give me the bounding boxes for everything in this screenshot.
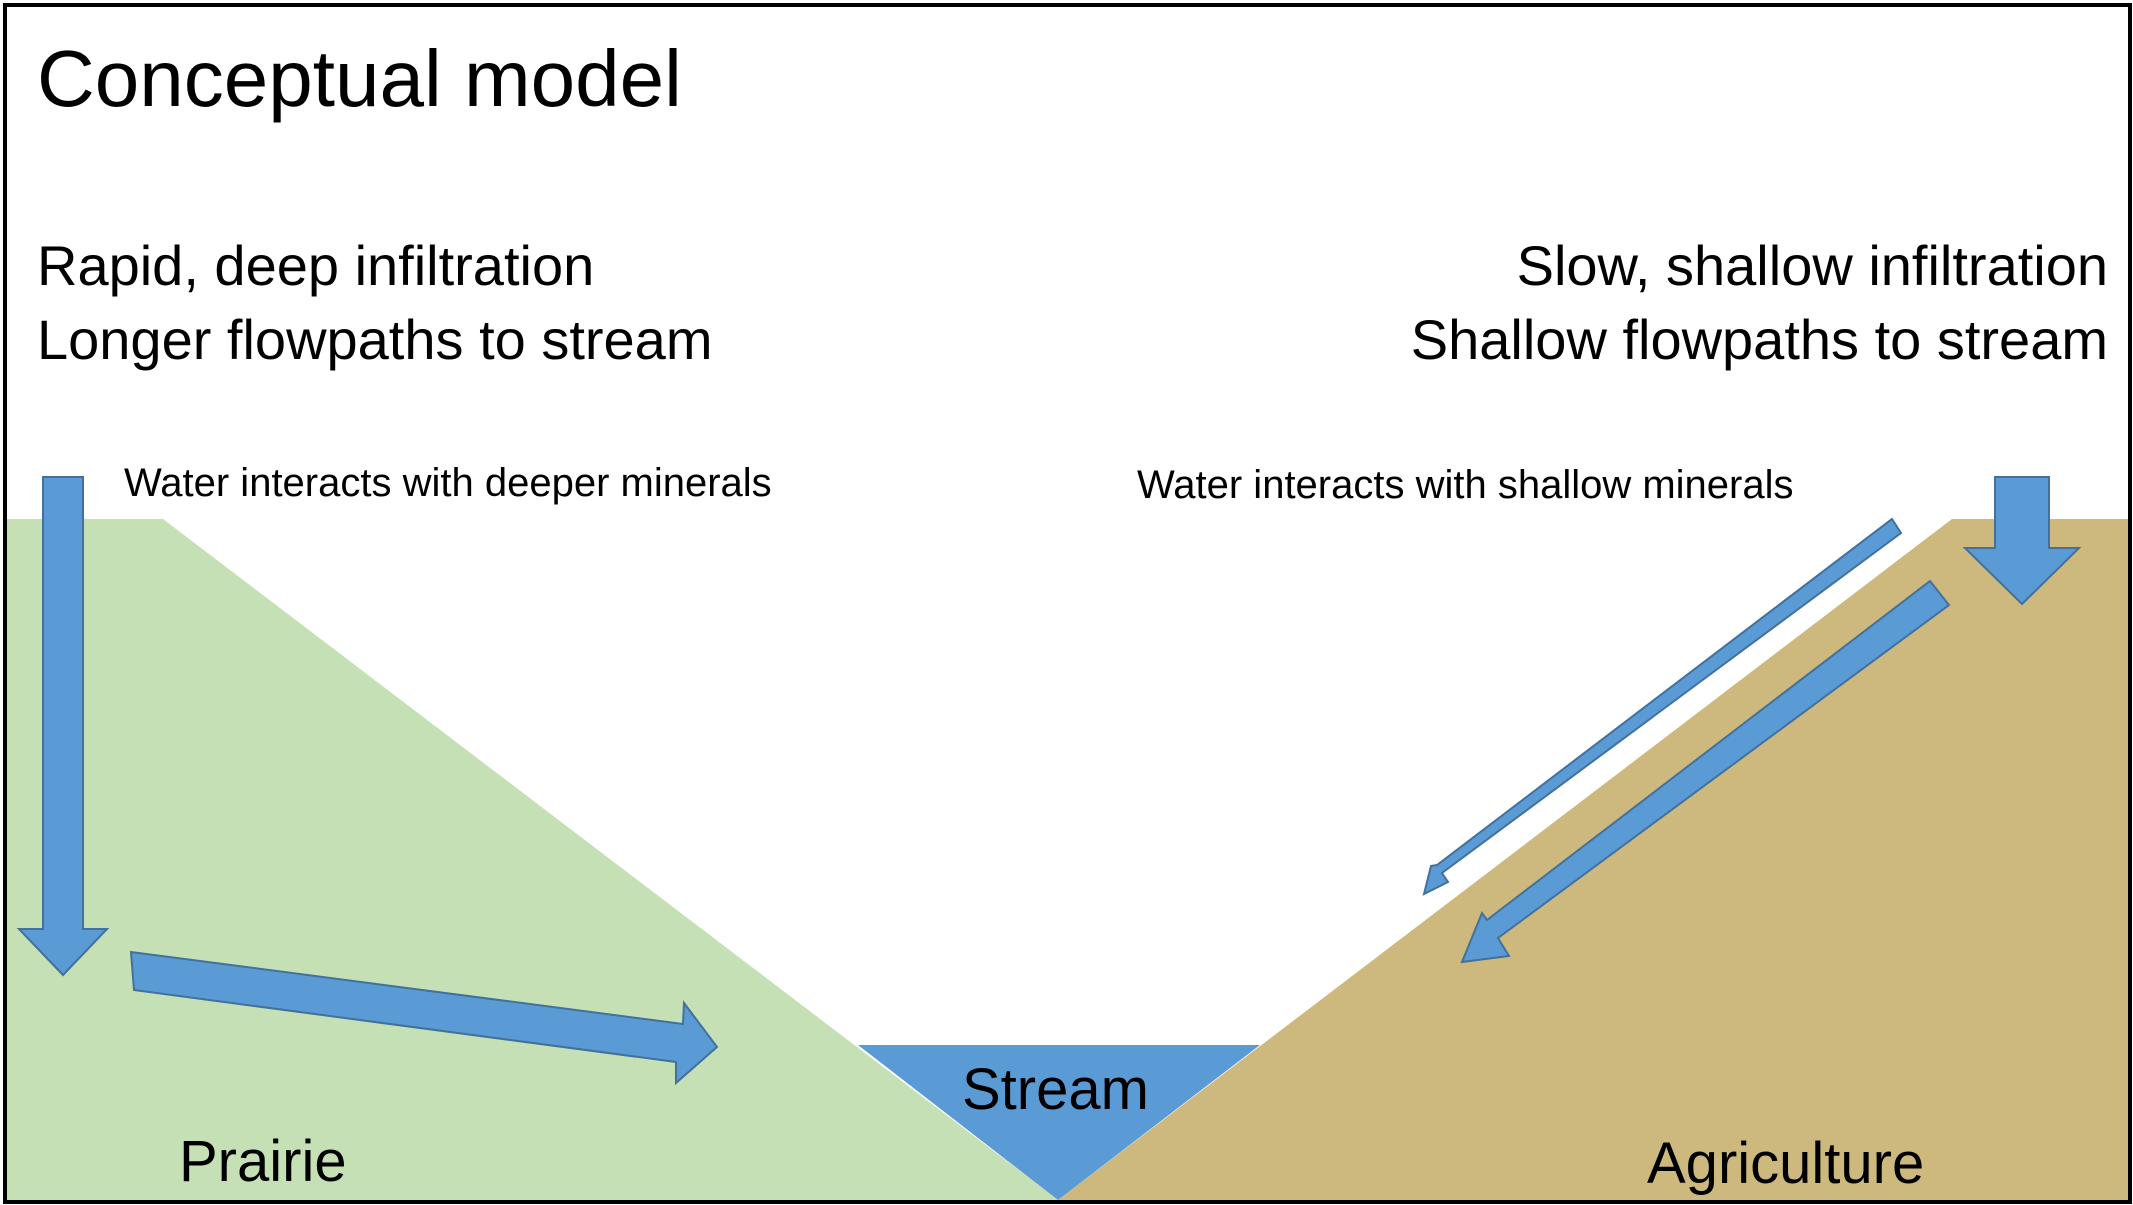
agriculture-heading: Slow, shallow infiltration Shallow flowp… bbox=[1411, 229, 2108, 377]
agriculture-shallow-flow-arrow bbox=[1460, 579, 1951, 964]
landscape-cross-section bbox=[7, 476, 2128, 1200]
agriculture-heading-line-2: Shallow flowpaths to stream bbox=[1410, 308, 2108, 371]
prairie-heading-line-2: Longer flowpaths to stream bbox=[37, 308, 713, 371]
diagram-frame: Conceptual model Rapid, deep infiltratio… bbox=[3, 3, 2132, 1204]
agriculture-surface-flow-arrow bbox=[1422, 517, 1903, 896]
prairie-heading-line-1: Rapid, deep infiltration bbox=[37, 234, 595, 297]
prairie-infiltration-arrow bbox=[16, 476, 110, 977]
prairie-label: Prairie bbox=[179, 1129, 347, 1194]
stream-channel bbox=[858, 1045, 1260, 1200]
diagram-title: Conceptual model bbox=[37, 34, 682, 123]
prairie-hillslope bbox=[7, 519, 1058, 1200]
agriculture-mineral-note: Water interacts with shallow minerals bbox=[1137, 463, 1794, 507]
agriculture-label: Agriculture bbox=[1647, 1131, 1925, 1196]
agriculture-heading-line-1: Slow, shallow infiltration bbox=[1516, 234, 2108, 297]
stream-label: Stream bbox=[962, 1057, 1149, 1122]
prairie-heading: Rapid, deep infiltration Longer flowpath… bbox=[37, 229, 712, 377]
prairie-flowpath-arrow bbox=[129, 950, 719, 1086]
prairie-mineral-note: Water interacts with deeper minerals bbox=[124, 461, 772, 505]
agriculture-infiltration-arrow bbox=[1962, 476, 2082, 606]
